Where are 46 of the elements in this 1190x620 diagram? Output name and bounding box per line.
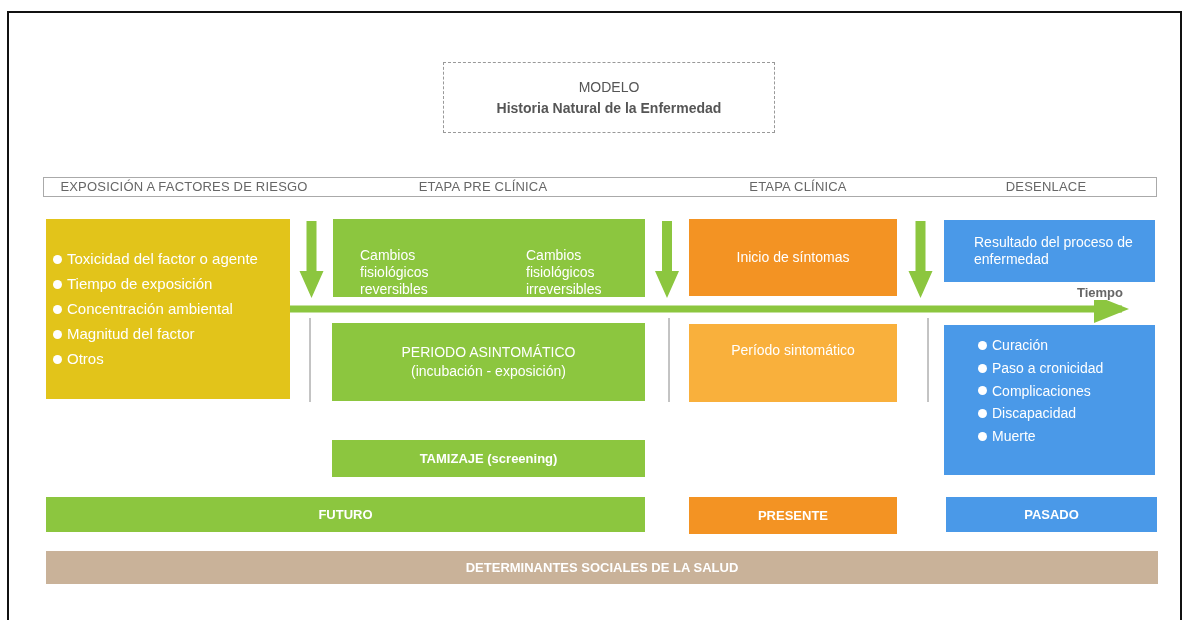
screening-bar <box>332 440 645 477</box>
bar-text: PRESENTE <box>757 507 829 524</box>
box-text: Resultado del proceso de enfermedad <box>974 234 1134 268</box>
box-text: Inicio de síntomas <box>736 249 850 266</box>
bullet-item: Complicaciones <box>978 382 1091 400</box>
bullet-item: Toxicidad del factor o agente <box>53 250 258 268</box>
title-box <box>443 62 775 133</box>
bullet-item: Tiempo de exposición <box>53 275 213 293</box>
bar-text: FUTURO <box>318 506 373 523</box>
bullet-item: Discapacidad <box>978 405 1077 423</box>
outcome-box <box>944 220 1155 282</box>
bullet-item: Magnitud del factor <box>53 325 195 343</box>
stage-label: DESENLACE <box>1005 179 1087 194</box>
stage-label: ETAPA PRE CLÍNICA <box>418 179 548 194</box>
stage-box <box>689 219 897 296</box>
bar-text: PASADO <box>1024 506 1079 523</box>
bullet-item: Muerte <box>978 428 1036 445</box>
box-text: (incubación - exposición) <box>411 363 566 380</box>
title-label: MODELO <box>578 78 640 96</box>
title-text: Historia Natural de la Enfermedad <box>496 99 722 117</box>
determinants-bar <box>46 551 1158 584</box>
risk-factors-box <box>46 219 290 399</box>
period-box <box>689 324 897 402</box>
period-box <box>332 323 645 401</box>
stage-header-band <box>43 177 1157 197</box>
box-text: Período sintomático <box>731 342 855 359</box>
edge-label: Tiempo <box>1075 286 1125 301</box>
bullet-item: Otros <box>53 350 104 368</box>
bullet-item: Paso a cronicidad <box>978 359 1104 377</box>
bar-text: TAMIZAJE (screening) <box>419 450 558 467</box>
block-arrow <box>908 221 933 298</box>
stage-label: ETAPA CLÍNICA <box>749 179 847 194</box>
outcomes-list-box <box>944 325 1155 475</box>
bar-text: DETERMINANTES SOCIALES DE LA SALUD <box>465 559 739 576</box>
change-text: Cambios fisiológicos reversibles <box>360 247 430 298</box>
box-text: PERIODO ASINTOMÁTICO <box>401 344 576 361</box>
time-bar <box>689 497 897 534</box>
physiological-changes-box <box>333 219 645 297</box>
bullet-item: Curación <box>978 337 1049 354</box>
time-bar <box>946 497 1157 532</box>
block-arrow <box>655 221 679 298</box>
change-text: Cambios fisiológicos irreversibles <box>526 247 603 298</box>
stage-label: EXPOSICIÓN A FACTORES DE RIESGO <box>60 179 308 194</box>
block-arrow <box>299 221 324 298</box>
bullet-item: Concentración ambiental <box>53 300 233 318</box>
time-bar <box>46 497 645 532</box>
